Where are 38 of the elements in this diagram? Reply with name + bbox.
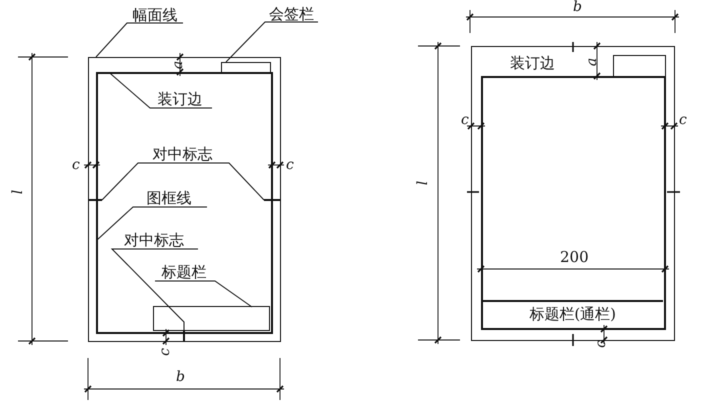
leader-line (226, 22, 318, 62)
dimension-label: a (171, 60, 186, 70)
leader-line (110, 72, 212, 108)
dimension-label: l (416, 180, 430, 186)
leader-label: 图框线 (132, 187, 206, 206)
leader-label: 标题栏 (154, 261, 214, 280)
countersign-block (220, 62, 271, 73)
title-block (153, 306, 270, 332)
dimension-label: c (461, 113, 469, 127)
leader-line (154, 280, 252, 308)
dimension-label: b (573, 0, 582, 14)
dimension-label: l (11, 190, 26, 194)
dimension-label: c (286, 158, 294, 172)
drawing-frame (480, 76, 666, 330)
dimension-label: c (679, 113, 687, 127)
title-block: 标题栏(通栏) (482, 300, 663, 327)
dimension-label: b (176, 370, 185, 384)
dimension-label: c (158, 348, 172, 356)
leader-label: 对中标志 (111, 229, 198, 248)
leader-label: 会签栏 (265, 3, 318, 22)
sheet-border (471, 46, 675, 341)
leader-line (110, 248, 198, 332)
leader-line (138, 162, 264, 200)
drawing-frame (96, 72, 273, 334)
leader-label: 对中标志 (137, 143, 228, 162)
leader-line (96, 206, 208, 240)
countersign-block (612, 54, 666, 77)
dimension-label: 200 (560, 250, 589, 264)
leader-label: 幅面线 (127, 4, 183, 23)
centering-mark (88, 198, 102, 201)
centering-mark (264, 198, 281, 201)
leader-line (96, 22, 184, 58)
leader-label: 装订边 (149, 88, 212, 108)
sheet-border (88, 57, 281, 342)
dimension-label: a (585, 58, 600, 66)
margin-label: 装订边 (510, 56, 555, 70)
dimension-label: c (72, 158, 80, 172)
centering-mark (182, 330, 185, 341)
